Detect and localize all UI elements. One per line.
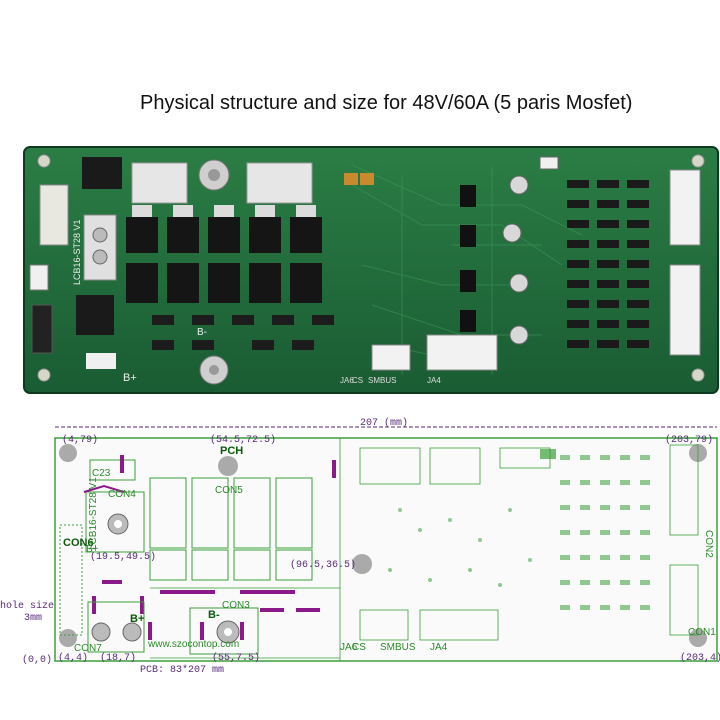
label-b-minus: B- [208, 609, 220, 621]
coord-top-left: (4,79) [62, 434, 98, 446]
photo-ja6-label: JA6 [340, 376, 354, 385]
pcb-photo: B+ B- CS SMBUS JA6 JA4 LCB16-ST28 V1 [23, 146, 719, 394]
label-cs: CS [352, 642, 366, 653]
label-con5: CON5 [215, 485, 243, 496]
label-b-plus: B+ [130, 613, 144, 625]
pcb-dimension-drawing: 207 (mm) [0, 417, 720, 676]
photo-model-label: LCB16-ST28 V1 [72, 219, 82, 285]
photo-cs-label: CS [352, 376, 363, 385]
pcb-size: PCB: 83*207 mm [140, 664, 224, 676]
coord-origin: (0,0) [22, 654, 52, 666]
label-ja6: JA6 [340, 642, 358, 653]
hole-size-value: 3mm [24, 613, 42, 624]
coord-bottom-right: (203,4) [680, 652, 720, 664]
photo-b-minus-label: B- [197, 327, 207, 338]
label-pch: PCH [220, 445, 243, 457]
label-ja4: JA4 [430, 642, 448, 653]
label-c23: C23 [92, 468, 111, 479]
coord-pch: (54.5,72.5) [210, 434, 276, 446]
label-con7: CON7 [74, 643, 102, 654]
coord-con3: (55,7.5) [212, 652, 260, 664]
label-con1: CON1 [688, 627, 716, 638]
coord-top-right: (203,79) [665, 434, 713, 446]
photo-smbus-label: SMBUS [368, 376, 396, 385]
label-smbus: SMBUS [380, 642, 416, 653]
page-title: Physical structure and size for 48V/60A … [140, 92, 633, 114]
label-b-plus-small: B+ [86, 544, 99, 555]
label-con6: CON6 [63, 537, 94, 549]
photo-b-plus-label: B+ [123, 372, 137, 384]
overall-dimension: 207 (mm) [360, 417, 408, 429]
label-con4: CON4 [108, 489, 136, 500]
photo-ja4-label: JA4 [427, 376, 441, 385]
coord-con4: (19.5,49.5) [90, 551, 156, 563]
label-con3: CON3 [222, 600, 250, 611]
coord-con7: (18,7) [100, 652, 136, 664]
coord-bottom-left: (4,4) [58, 652, 88, 664]
website: www.szocontop.com [147, 639, 239, 650]
label-con2: CON2 [703, 530, 714, 558]
label-model: LCB16-ST28 V1 [88, 477, 99, 550]
coord-center: (96.5,36.5) [290, 559, 356, 571]
hole-size-label: hole size [0, 600, 54, 612]
